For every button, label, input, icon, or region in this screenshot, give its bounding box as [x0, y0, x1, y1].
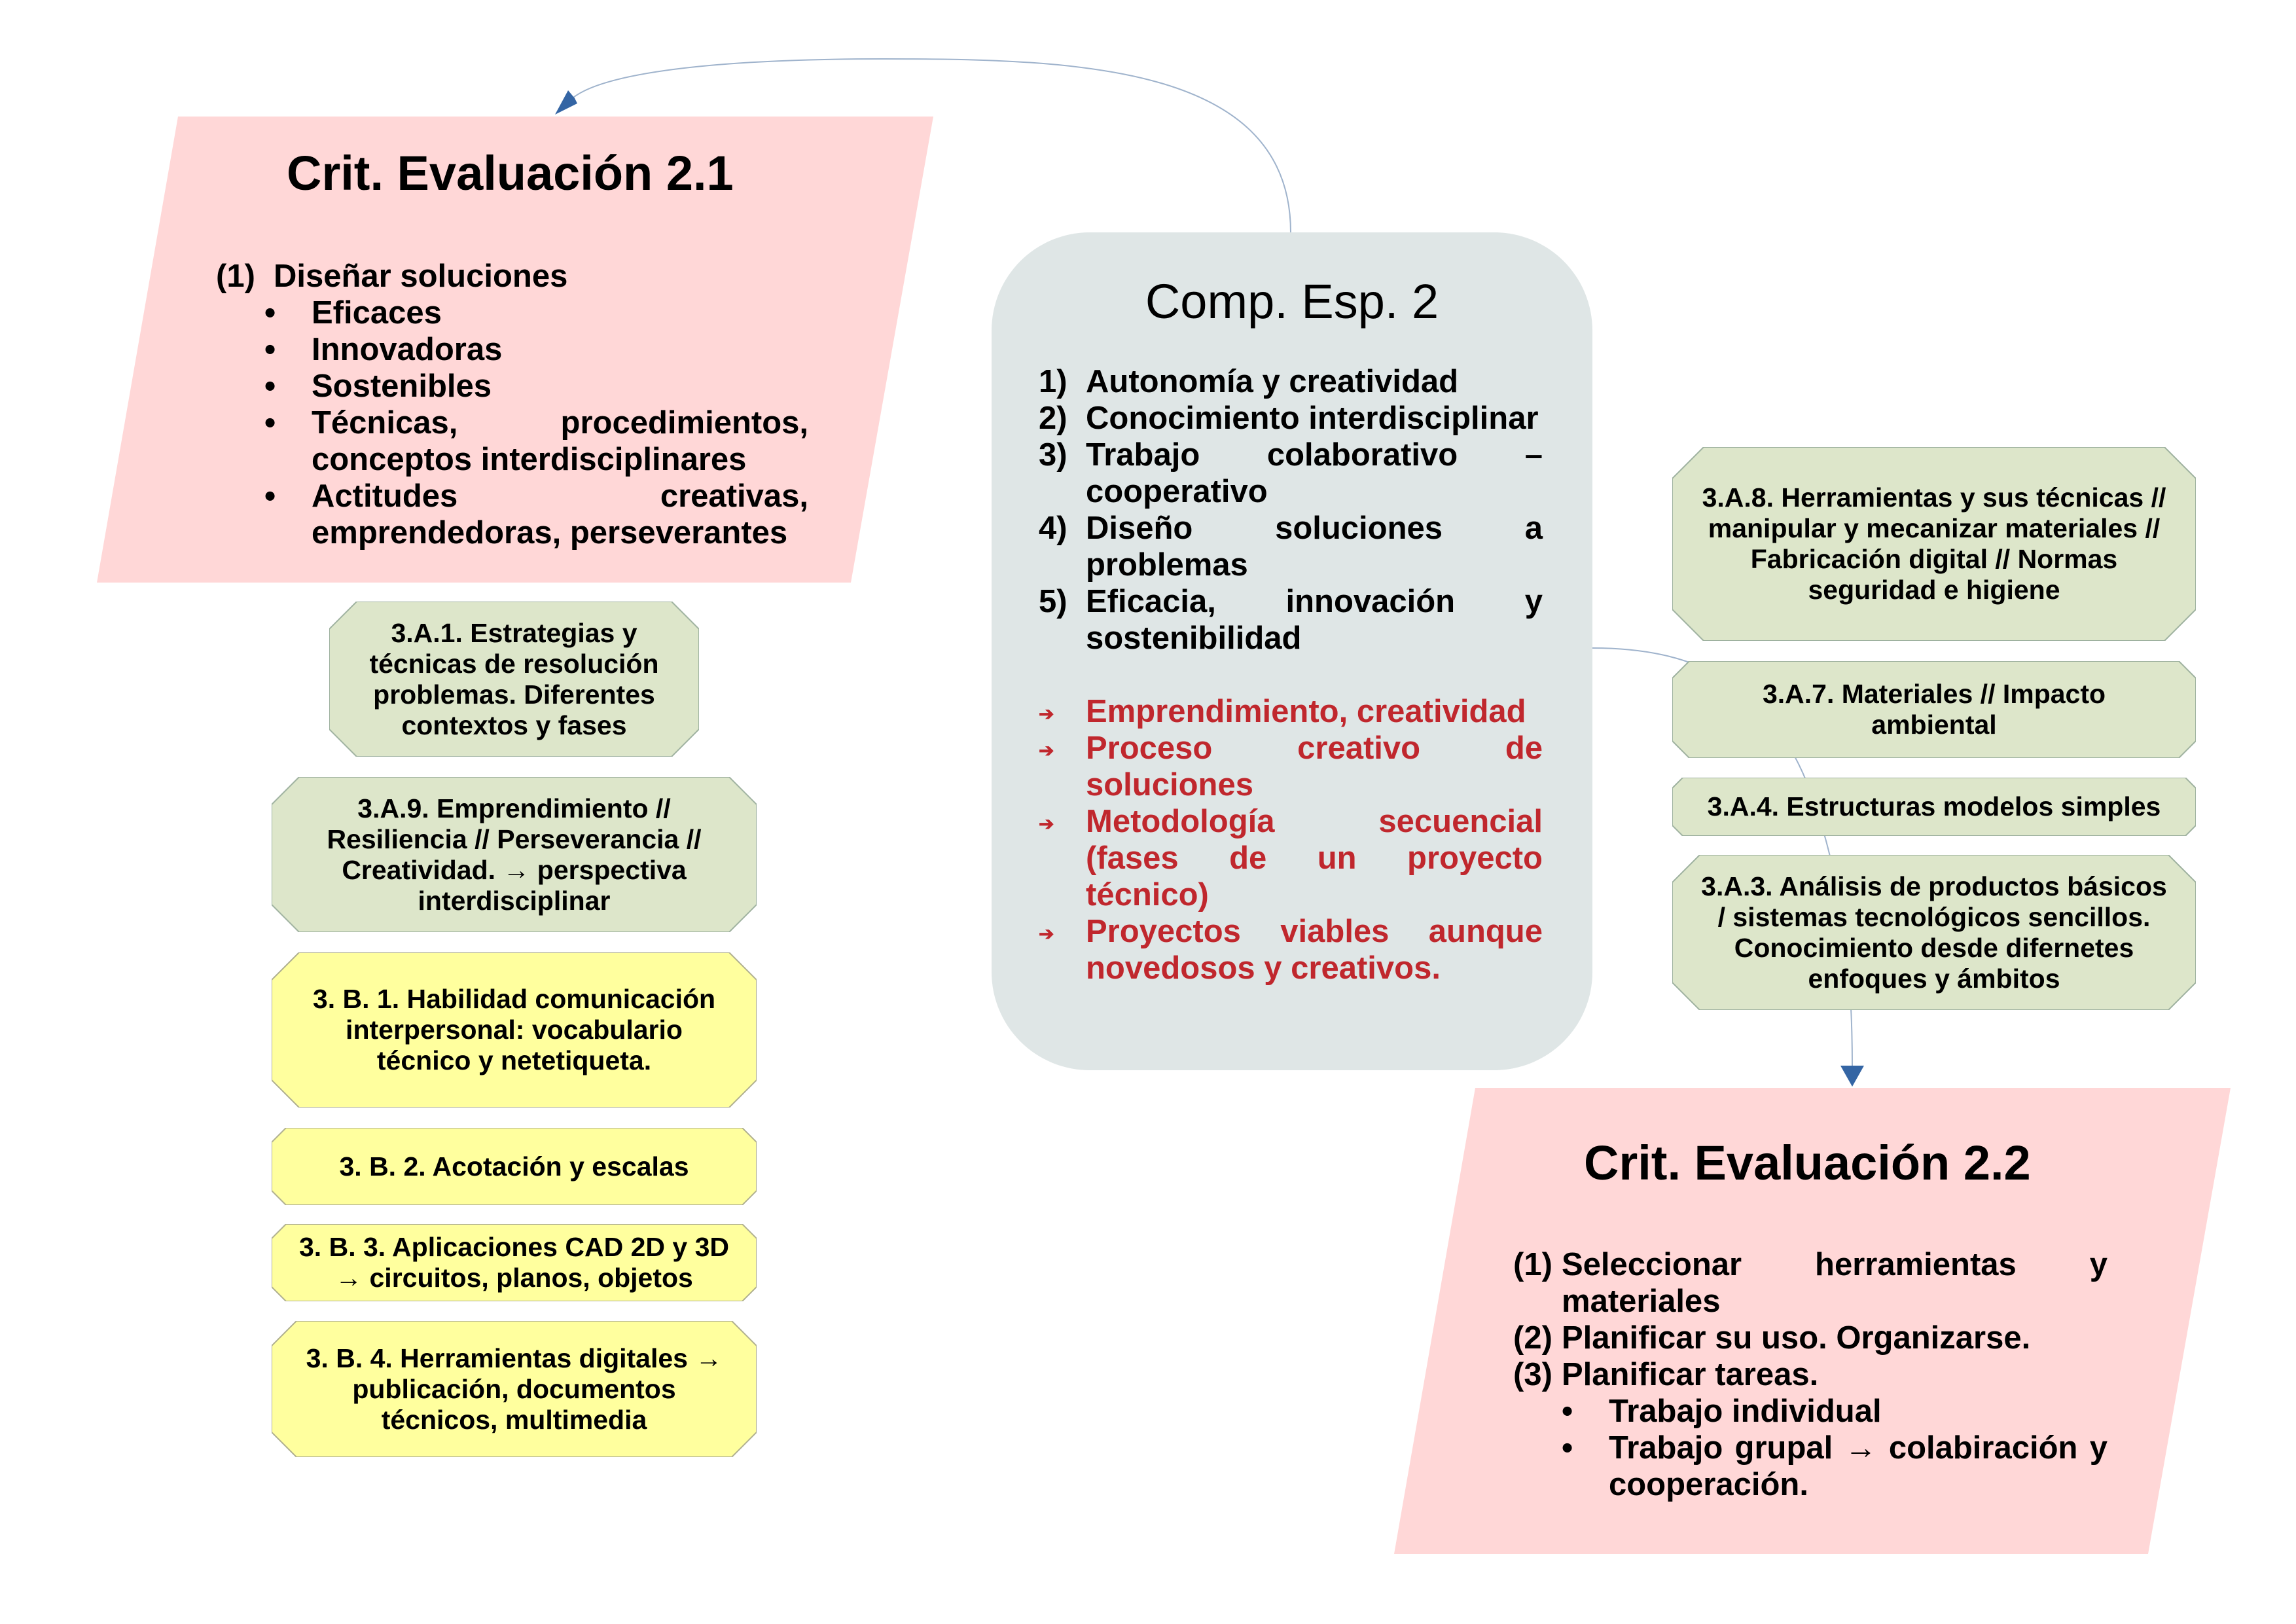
item-text: Diseñar soluciones — [274, 259, 568, 294]
saber-3b3: 3. B. 3. Aplicaciones CAD 2D y 3D → circ… — [272, 1224, 757, 1301]
arrow-bullet-icon: ➔ — [1039, 740, 1054, 761]
highlight-item: ➔ Proceso creativo de soluciones — [1039, 730, 1543, 803]
bullet-item: Eficaces — [264, 295, 808, 331]
arrow-bullet-icon: ➔ — [1039, 814, 1054, 834]
highlight-text: Emprendimiento, creatividad — [1086, 694, 1526, 729]
saber-text: 3.A.9. Emprendimiento // Resiliencia // … — [327, 793, 702, 916]
saber-3a7: 3.A.7. Materiales // Impacto ambiental — [1672, 661, 2196, 758]
criterion-2-2-item: (1) Seleccionar herramientas y materiales — [1513, 1246, 2108, 1320]
competence-item: 1) Autonomía y creatividad — [1039, 363, 1543, 400]
criterion-2-2-title: Crit. Evaluación 2.2 — [1584, 1136, 2031, 1190]
octagon-shape — [272, 777, 757, 932]
saber-3a4: 3.A.4. Estructuras modelos simples — [1672, 778, 2196, 836]
item-text: Eficacia, innovación y sostenibilidad — [1086, 584, 1543, 656]
item-number: 4) — [1039, 511, 1067, 546]
criterion-2-2-item: (2) Planificar su uso. Organizarse. — [1513, 1320, 2108, 1356]
item-number: (1) — [1513, 1247, 1552, 1282]
octagon-shape — [272, 1321, 757, 1457]
competence-box: Comp. Esp. 2 1) Autonomía y creatividad 2… — [992, 232, 1592, 1070]
saber-text: 3.A.4. Estructuras modelos simples — [1707, 791, 2161, 821]
arrowhead-crit22 — [1840, 1066, 1864, 1087]
saber-3a1: 3.A.1. Estrategias y técnicas de resoluc… — [329, 602, 699, 757]
saber-text: 3. B. 4. Herramientas digitales → public… — [306, 1343, 723, 1435]
saber-3a8: 3.A.8. Herramientas y sus técnicas // ma… — [1672, 447, 2196, 641]
octagon-shape — [1672, 855, 2196, 1010]
item-number: (2) — [1513, 1320, 1552, 1356]
saber-text: 3.A.1. Estrategias y técnicas de resoluc… — [369, 617, 659, 740]
item-number: 1) — [1039, 364, 1067, 399]
saber-3b4: 3. B. 4. Herramientas digitales → public… — [272, 1321, 757, 1457]
saber-text: 3.A.8. Herramientas y sus técnicas // ma… — [1702, 482, 2166, 605]
connector-comp-to-crit21 — [565, 58, 1291, 233]
saber-text: 3. B. 2. Acotación y escalas — [339, 1151, 689, 1182]
item-text: Autonomía y creatividad — [1086, 364, 1459, 399]
saber-text: 3.A.7. Materiales // Impacto ambiental — [1762, 679, 2106, 740]
competence-item: 3) Trabajo colaborativo – cooperativo — [1039, 437, 1543, 510]
bullet-item: Trabajo individual — [1562, 1393, 2108, 1430]
bullet-item: Actitudes creativas, emprendedoras, pers… — [264, 478, 808, 551]
highlight-item: ➔ Proyectos viables aunque novedosos y cr… — [1039, 913, 1543, 986]
saber-3a9: 3.A.9. Emprendimiento // Resiliencia // … — [272, 777, 757, 932]
arrowhead-crit21 — [555, 90, 577, 115]
bullet-item: Trabajo grupal → colabiración y cooperac… — [1562, 1430, 2108, 1503]
competence-item: 2) Conocimiento interdisciplinar — [1039, 400, 1543, 437]
highlight-text: Metodología secuencial (fases de un proy… — [1086, 804, 1543, 912]
item-text: Diseño soluciones a problemas — [1086, 511, 1543, 583]
saber-3b2: 3. B. 2. Acotación y escalas — [272, 1128, 757, 1205]
bullet-item: Técnicas, procedimientos, conceptos inte… — [264, 405, 808, 478]
item-number: (1) — [216, 259, 255, 294]
item-text: Trabajo colaborativo – cooperativo — [1086, 437, 1543, 509]
octagon-shape — [1672, 778, 2196, 836]
bullet-item: Innovadoras — [264, 331, 808, 368]
highlight-text: Proceso creativo de soluciones — [1086, 731, 1543, 803]
highlight-item: ➔ Emprendimiento, creatividad — [1039, 693, 1543, 730]
item-text: Seleccionar herramientas y materiales — [1562, 1247, 2108, 1319]
competence-item: 5) Eficacia, innovación y sostenibilidad — [1039, 583, 1543, 657]
saber-text: 3. B. 1. Habilidad comunicación interper… — [312, 984, 716, 1075]
criterion-2-2-list: (1) Seleccionar herramientas y materiales… — [1513, 1246, 2108, 1503]
octagon-shape — [272, 952, 757, 1108]
criterion-2-1-title: Crit. Evaluación 2.1 — [287, 146, 734, 200]
criterion-2-1-item: (1) Diseñar soluciones — [216, 258, 808, 295]
competence-title: Comp. Esp. 2 — [1145, 274, 1439, 329]
item-text: Planificar tareas. — [1562, 1357, 1819, 1392]
item-number: 5) — [1039, 584, 1067, 619]
octagon-shape — [272, 1128, 757, 1205]
bullet-item: Sostenibles — [264, 368, 808, 405]
item-number: 2) — [1039, 401, 1067, 436]
criterion-2-2-item: (3) Planificar tareas. — [1513, 1356, 2108, 1393]
saber-text: 3.A.3. Análisis de productos básicos / s… — [1701, 871, 2167, 994]
saber-3b1: 3. B. 1. Habilidad comunicación interper… — [272, 952, 757, 1108]
competence-list: 1) Autonomía y creatividad 2) Conocimiento… — [1039, 363, 1543, 986]
highlight-text: Proyectos viables aunque novedosos y cre… — [1086, 914, 1543, 986]
saber-3a3: 3.A.3. Análisis de productos básicos / s… — [1672, 855, 2196, 1010]
octagon-shape — [272, 1224, 757, 1301]
octagon-shape — [1672, 447, 2196, 641]
item-text: Conocimiento interdisciplinar — [1086, 401, 1539, 436]
highlight-item: ➔ Metodología secuencial (fases de un pro… — [1039, 803, 1543, 913]
octagon-shape — [329, 602, 699, 757]
octagon-shape — [1672, 661, 2196, 758]
item-number: (3) — [1513, 1357, 1552, 1392]
item-number: 3) — [1039, 437, 1067, 473]
criterion-2-1-list: (1) Diseñar soluciones Eficaces Innovado… — [216, 258, 808, 551]
arrow-bullet-icon: ➔ — [1039, 924, 1054, 944]
item-text: Planificar su uso. Organizarse. — [1562, 1320, 2031, 1356]
competence-item: 4) Diseño soluciones a problemas — [1039, 510, 1543, 583]
arrow-bullet-icon: ➔ — [1039, 704, 1054, 724]
saber-text: 3. B. 3. Aplicaciones CAD 2D y 3D → circ… — [299, 1232, 729, 1293]
